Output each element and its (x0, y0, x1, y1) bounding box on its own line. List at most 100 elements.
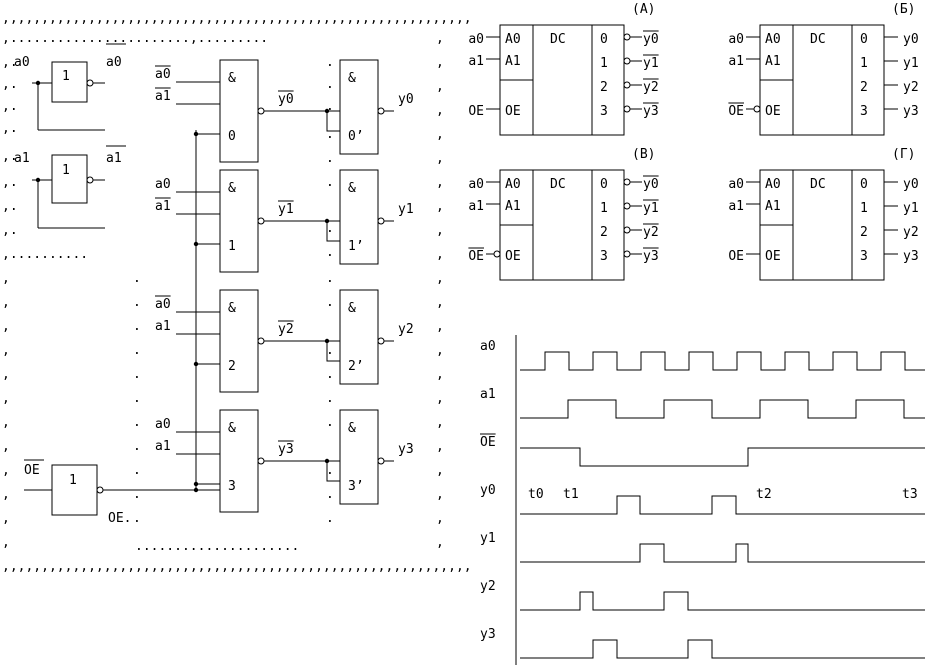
and-gate-1-symbol: & (228, 181, 236, 196)
decoder-2-y1: y1 (643, 201, 659, 216)
svg-text:,.: ,. (2, 55, 18, 70)
decoder-1-oe-pin: OE (765, 104, 781, 119)
decoder-0-pin0: A0 (505, 32, 521, 47)
decoder-1-out-1: 1 (860, 56, 868, 71)
and-gate-2 (219, 289, 259, 393)
and-gate-3-symbol: & (228, 421, 236, 436)
svg-text:,: , (2, 343, 10, 358)
svg-text:,: , (2, 295, 10, 310)
svg-text:.: . (326, 55, 334, 70)
svg-text:.: . (133, 319, 141, 334)
and-gate-1 (219, 169, 259, 273)
decoder-3-out-0: 0 (860, 177, 868, 192)
svg-text:,: , (2, 487, 10, 502)
nand-gate-1-number: 1’ (348, 239, 364, 254)
decoder-3-out-2: 2 (860, 225, 868, 240)
gate-1-in0: a0 (155, 177, 171, 192)
svg-text:.: . (326, 511, 334, 526)
gate-0-y: y0 (398, 92, 414, 107)
svg-text:,: , (436, 55, 444, 70)
decoder-1-out-2: 2 (860, 80, 868, 95)
decoder-0-label: (А) (632, 2, 655, 17)
svg-text:.....................: ..................... (135, 539, 299, 554)
nand-gate-3-number: 3’ (348, 479, 364, 494)
svg-text:.: . (326, 391, 334, 406)
svg-text:,: , (2, 439, 10, 454)
oe-out-label: OE. (108, 511, 131, 526)
svg-text:.: . (326, 245, 334, 260)
svg-text:,: , (436, 31, 444, 46)
decoder-2-in0: a0 (468, 177, 484, 192)
decoder-3-pin0: A0 (765, 177, 781, 192)
svg-text:,: , (2, 271, 10, 286)
decoder-1-in1: a1 (728, 54, 744, 69)
waveform-y1 (520, 543, 925, 563)
svg-text:,: , (436, 367, 444, 382)
and-gate-stack: a0a1&0y0&0’y0a0a1&1y1&1’y1a0a1&2y2&2’y2a… (155, 59, 414, 513)
decoder-0-y2: y2 (643, 80, 659, 95)
decoder-0-out-2: 2 (600, 80, 608, 95)
svg-text:.: . (133, 343, 141, 358)
decoder-0-in1: a1 (468, 54, 484, 69)
svg-text:.: . (326, 271, 334, 286)
time-marker-t3: t3 (902, 487, 918, 502)
decoder-3-y1: y1 (903, 201, 919, 216)
nand-gate-2-symbol: & (348, 301, 356, 316)
decoder-0-out-3: 3 (600, 104, 608, 119)
svg-text:.: . (133, 271, 141, 286)
gate-1-y: y1 (398, 202, 414, 217)
oe-in-label: OE (24, 463, 40, 478)
decoder-1-label: (Б) (892, 2, 915, 17)
svg-text:.: . (326, 127, 334, 142)
waveform-y2 (520, 591, 925, 611)
gate-2-in1: a1 (155, 319, 171, 334)
decoder-1-y3: y3 (903, 104, 919, 119)
decoder-3-oe-pin: OE (765, 249, 781, 264)
and-gate-2-number: 2 (228, 359, 236, 374)
svg-text:,: , (436, 391, 444, 406)
inverter-a0: a0 1 a0 (14, 43, 126, 131)
svg-text:.: . (326, 99, 334, 114)
inv-a1-in-label: a1 (14, 151, 30, 166)
svg-text:,: , (436, 415, 444, 430)
decoder-3-y2: y2 (903, 225, 919, 240)
svg-text:.: . (133, 511, 141, 526)
inv-a0-out-label: a0 (106, 55, 122, 70)
decoder-1-y0: y0 (903, 32, 919, 47)
svg-text:.: . (326, 463, 334, 478)
svg-text:,.: ,. (2, 77, 18, 92)
decoder-1-out-3: 3 (860, 104, 868, 119)
inv-a0-symbol: 1 (62, 69, 70, 84)
svg-text:.: . (326, 77, 334, 92)
decoder-0-in0: a0 (468, 32, 484, 47)
decoder-1-pin0: A0 (765, 32, 781, 47)
svg-text:.: . (326, 367, 334, 382)
decoder-0-y0: y0 (643, 32, 659, 47)
and-gate-0-number: 0 (228, 129, 236, 144)
svg-text:,: , (436, 295, 444, 310)
decoder-3-in0: a0 (728, 177, 744, 192)
decoder-1-title: DC (810, 32, 826, 47)
decoder-2-in1: a1 (468, 199, 484, 214)
gate-2-out: y2 (278, 322, 294, 337)
decoder-2-oe-pin: OE (505, 249, 521, 264)
svg-text:.: . (326, 221, 334, 236)
nand-gate-2 (339, 289, 379, 385)
decoder-3-out-1: 1 (860, 201, 868, 216)
inv-a1-out-label: a1 (106, 151, 122, 166)
decoder-3-y3: y3 (903, 249, 919, 264)
gate-2-in0: a0 (155, 297, 171, 312)
decoder-2-label: (В) (632, 147, 655, 162)
svg-text:,: , (2, 319, 10, 334)
svg-text:,.: ,. (2, 223, 18, 238)
svg-text:,: , (436, 439, 444, 454)
timing-label-y0: y0 (480, 483, 496, 498)
nand-gate-0-number: 0’ (348, 129, 364, 144)
svg-text:,: , (436, 535, 444, 550)
gate-3-in1: a1 (155, 439, 171, 454)
inverter-a1: a1 1 a1 (14, 145, 126, 229)
